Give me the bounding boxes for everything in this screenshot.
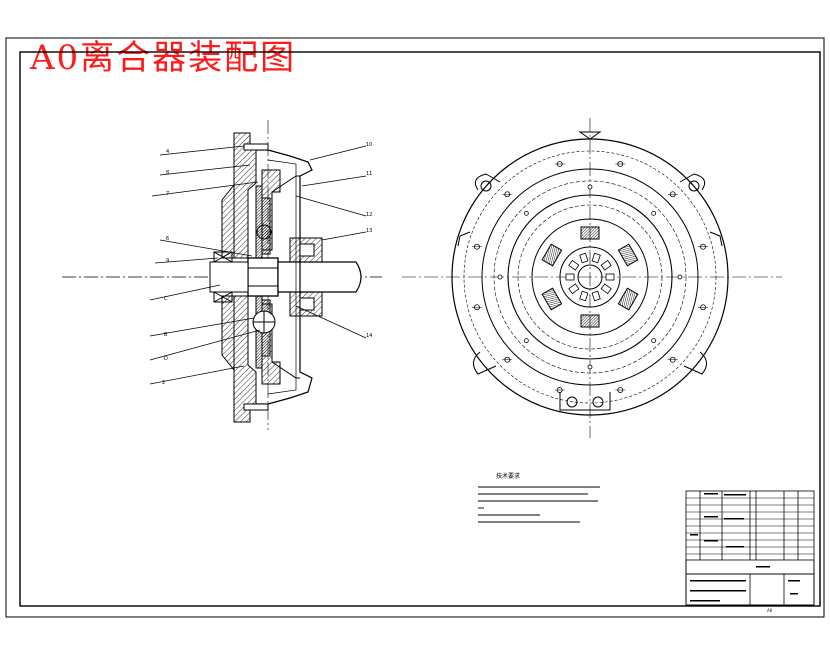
rivet-hole [523, 338, 529, 344]
part-label: 4 [166, 149, 169, 155]
part-label: 12 [366, 212, 372, 218]
part-label: 11 [366, 171, 372, 177]
rivet-hole [677, 274, 683, 280]
part-label: B [164, 332, 168, 338]
mounting-lugs [457, 131, 723, 411]
damper-springs [541, 226, 639, 328]
pilot-bearing [213, 251, 233, 303]
rivet-hole [651, 338, 657, 344]
part-label: 8 [166, 170, 169, 176]
input-shaft [209, 261, 249, 293]
inner-frame [19, 51, 821, 607]
title-block [685, 490, 815, 606]
part-label: 9 [166, 258, 169, 264]
rivet-hole [587, 184, 593, 190]
part-label: D [164, 356, 168, 362]
notes-heading: 技术要求 [496, 472, 520, 480]
friction-disc-ring [507, 194, 673, 360]
part-label: 6 [166, 236, 169, 242]
clutch-cover [256, 149, 313, 405]
damper-spring [541, 243, 563, 267]
sheet-size-label: A0 [767, 608, 773, 613]
spline-tooth [600, 259, 612, 271]
technical-notes: 技术要求 [478, 472, 600, 523]
part-label: 7 [166, 191, 169, 197]
part-label: C [164, 296, 168, 302]
spline-tooth [591, 290, 601, 302]
part-label: 2 [162, 380, 165, 386]
part-label: 10 [366, 142, 372, 148]
spline-tooth [565, 273, 575, 281]
front-view [402, 118, 782, 438]
spline-tooth [600, 283, 612, 295]
spline-tooth [605, 273, 615, 281]
output-shaft [277, 261, 362, 293]
rivet-hole [523, 210, 529, 216]
clutch-hub [247, 257, 279, 297]
hub-bore [577, 264, 603, 290]
damper-spring [580, 226, 600, 240]
damper-spring [541, 287, 563, 311]
damper-spring [617, 287, 639, 311]
rivet-hole [497, 274, 503, 280]
section-view [62, 120, 382, 430]
hub-splines [565, 252, 615, 302]
damper-spring [580, 314, 600, 328]
part-label: 13 [366, 228, 372, 234]
part-labels-left: 4 8 7 6 9C B D 2 [162, 149, 169, 386]
pressure-plate-ring [481, 168, 699, 386]
part-labels-right: 10 11 12 13 14 [366, 142, 372, 339]
damper-spring [617, 243, 639, 267]
leader-lines-right [295, 145, 367, 339]
release-lever-upper [271, 175, 300, 193]
cover-bolts [243, 143, 269, 411]
rivet-hole [651, 210, 657, 216]
bolt-holes [471, 161, 709, 393]
spline-tooth [568, 259, 580, 271]
rivet-hole [587, 364, 593, 370]
spline-tooth [579, 290, 589, 302]
part-label: 14 [366, 333, 372, 339]
spline-tooth [568, 283, 580, 295]
spline-tooth [579, 252, 589, 264]
release-lever-lower [271, 361, 300, 379]
spline-tooth [591, 252, 601, 264]
damper-ring [531, 218, 649, 336]
outer-border [5, 37, 825, 618]
release-bearing [289, 237, 323, 317]
drawing-title: A0离合器装配图 [30, 38, 297, 78]
damper-spring-upper [256, 224, 272, 240]
leader-lines-left [149, 145, 261, 385]
